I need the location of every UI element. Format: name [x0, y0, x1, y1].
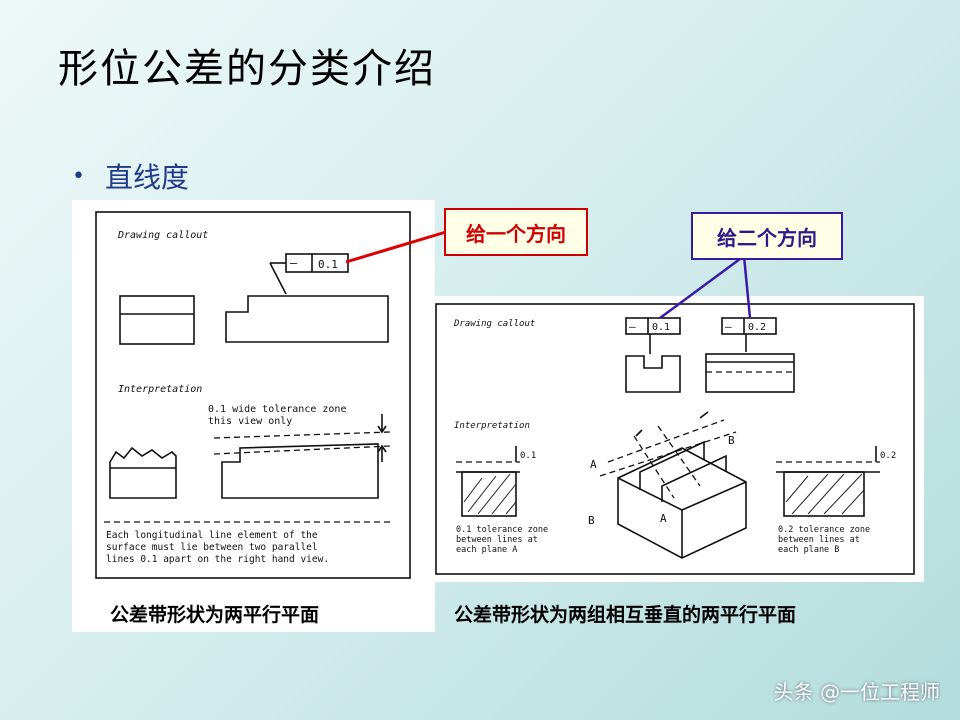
bullet-text: 直线度: [104, 161, 189, 194]
callout-one-direction: 给一个方向: [444, 208, 588, 256]
right-dim-a: 0.1: [520, 451, 536, 461]
left-note-line-3: lines 0.1 apart on the right hand view.: [106, 554, 329, 565]
right-isometric-part: [599, 411, 747, 559]
right-notched-block: [625, 355, 681, 393]
right-note-a-1: 0.1 tolerance zone: [456, 525, 548, 535]
left-zone-note-1: 0.1 wide tolerance zone: [208, 404, 346, 415]
slide-title: 形位公差的分类介绍: [58, 46, 436, 92]
bullet-dot-icon: •: [72, 163, 85, 189]
left-drawing-border: [95, 211, 411, 579]
left-frame-symbol: —: [290, 256, 298, 270]
right-section-a: [461, 471, 517, 517]
left-zone-note-2: this view only: [208, 416, 292, 427]
right-note-b-1: 0.2 tolerance zone: [778, 525, 870, 535]
left-frame-value: 0.1: [318, 258, 338, 271]
right-frame-a-symbol: —: [629, 320, 636, 333]
right-dim-b: 0.2: [880, 451, 896, 461]
right-label-a-upper: A: [590, 458, 597, 471]
caption-left: 公差带形状为两平行平面: [110, 604, 320, 626]
bullet-item: • 直线度: [72, 156, 189, 196]
left-interpretation-text: Interpretation: [118, 384, 202, 395]
left-block-side: [225, 295, 389, 343]
left-side-block: [221, 443, 379, 499]
right-note-a-2: between lines at: [456, 535, 538, 545]
right-drawing-panel: Drawing callout — 0.1 — 0.2 Interpretati…: [430, 296, 924, 582]
right-frame-a-value: 0.1: [652, 322, 670, 333]
right-note-a-3: each plane A: [456, 545, 517, 555]
right-frame-b-value: 0.2: [748, 322, 766, 333]
right-label-a-lower: A: [660, 512, 667, 525]
left-tolerance-line-top: [213, 431, 391, 439]
left-drawing-panel: Drawing callout — 0.1 Interpretation 0.1…: [72, 200, 435, 632]
left-wavy-block: [109, 446, 177, 499]
watermark: 头条 @一位工程师: [773, 680, 940, 704]
right-note-b-2: between lines at: [778, 535, 860, 545]
right-feature-frame-a: [625, 317, 681, 335]
right-frame-b-symbol: —: [725, 320, 732, 333]
left-note-line-2: surface must lie between two parallel: [106, 542, 318, 553]
left-block-front: [119, 295, 195, 345]
callout-two-directions: 给二个方向: [691, 212, 843, 260]
right-label-b-lower: B: [588, 514, 595, 527]
left-drawing-figure: Drawing callout — 0.1 Interpretation 0.1…: [95, 211, 411, 579]
right-label-b-upper: B: [728, 434, 735, 447]
left-header-text: Drawing callout: [117, 230, 208, 241]
caption-right: 公差带形状为两组相互垂直的两平行平面: [454, 604, 797, 626]
right-section-b: [783, 471, 865, 517]
left-note-line-1: Each longitudinal line element of the: [106, 530, 318, 541]
right-flat-block: [705, 353, 795, 393]
right-drawing-figure: Drawing callout — 0.1 — 0.2 Interpretati…: [435, 303, 915, 575]
right-note-b-3: each plane B: [778, 545, 839, 555]
right-header-text: Drawing callout: [453, 319, 535, 329]
right-interpretation-text: Interpretation: [454, 421, 530, 431]
